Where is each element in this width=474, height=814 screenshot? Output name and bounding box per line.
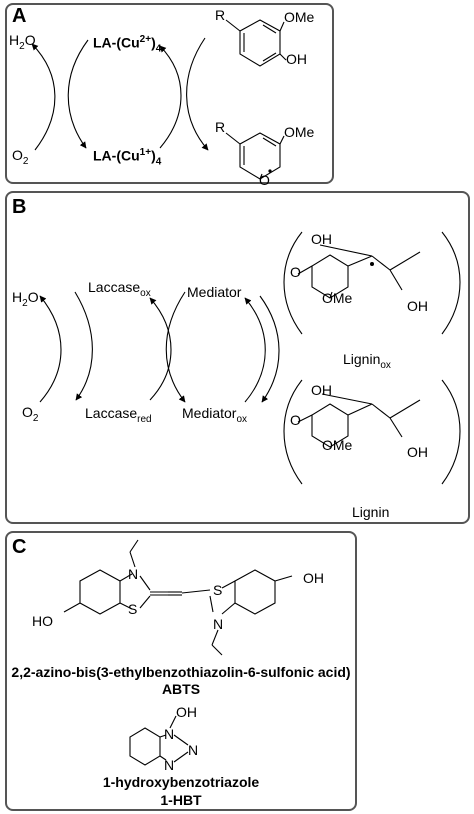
hbt-n3: N <box>164 757 175 773</box>
panel-a <box>5 3 334 184</box>
panel-a-radical-dot <box>268 169 272 173</box>
abts-s-ring-right: S <box>213 582 223 598</box>
panel-a-substrate-arc-down <box>186 37 209 151</box>
panel-a-left-arc-up <box>31 43 56 151</box>
abts-benzene-right <box>234 569 276 615</box>
panel-a-oxygen: O2 <box>12 147 29 167</box>
panel-b-ome-2: OMe <box>322 437 353 453</box>
abts-abbr: ABTS <box>161 681 201 697</box>
panel-b-laccase-ox: Laccaseox <box>88 279 151 299</box>
panel-a-letter: A <box>12 5 27 27</box>
panel-b-radical-dot <box>370 262 374 266</box>
panel-b-oh-4: OH <box>407 444 428 460</box>
panel-a-o-radical: O <box>259 172 270 188</box>
panel-b-arc-4 <box>165 291 186 403</box>
panel-b-bracket-l1 <box>283 231 303 335</box>
panel-b-bracket-r1 <box>441 231 461 335</box>
panel-a-oh-top: OH <box>286 51 307 67</box>
abts-full-name: 2,2-azino-bis(3-ethylbenzothiazolin-6-su… <box>11 664 351 680</box>
panel-b-arc-5 <box>244 297 266 403</box>
panel-a-middle-arc-up <box>159 45 182 149</box>
hbt-abbr: 1-HBT <box>160 792 202 808</box>
panel-b-arc-3 <box>149 297 172 401</box>
panel-c <box>5 531 357 811</box>
panel-b-mediator: Mediator <box>187 284 242 300</box>
panel-b-lignin: Lignin <box>352 504 390 520</box>
panel-b-arc-2 <box>74 291 93 401</box>
panel-b-bracket-l2 <box>283 379 303 485</box>
panel-a-ome-bot: OMe <box>284 124 315 140</box>
panel-a-ome-top: OMe <box>284 9 315 25</box>
hbt-n2: N <box>188 742 199 758</box>
abts-n-left: N <box>128 566 139 582</box>
panel-b-arc-1 <box>39 295 62 403</box>
panel-b-water: H2O <box>12 289 39 309</box>
panel-b <box>5 191 470 524</box>
abts-s-ring-left: S <box>128 601 138 617</box>
abts-benzene-left <box>79 569 121 615</box>
abts-n-right: N <box>213 616 224 632</box>
panel-b-oh-1: OH <box>311 231 332 247</box>
panel-a-r-bot: R <box>215 119 226 135</box>
panel-b-oh-3: OH <box>311 382 332 398</box>
panel-b-letter: B <box>12 196 27 218</box>
panel-b-ome-1: OMe <box>322 290 353 306</box>
panel-a-la-cu2: LA-(Cu2+)4 <box>93 34 162 55</box>
panel-a-right-arc-down <box>67 39 89 149</box>
panel-b-arc-6 <box>259 295 280 403</box>
panel-b-lignin-ox: Ligninox <box>343 351 391 371</box>
panel-b-o-1: O <box>290 264 301 280</box>
panel-b-oxygen: O2 <box>22 404 39 424</box>
panel-a-water: H2O <box>9 32 36 52</box>
hbt-hydroxyl: OH <box>176 704 197 720</box>
abts-oh-right: OH <box>303 570 324 586</box>
panel-b-bracket-r2 <box>441 379 461 485</box>
panel-a-la-cu1: LA-(Cu1+)4 <box>93 147 162 168</box>
panel-a-r-top: R <box>215 7 226 23</box>
hbt-n1: N <box>164 726 175 742</box>
abts-ho-left: HO <box>32 613 53 629</box>
panel-b-oh-2: OH <box>407 298 428 314</box>
hbt-full-name: 1-hydroxybenzotriazole <box>102 774 260 790</box>
panel-c-letter: C <box>12 536 27 558</box>
panel-b-o-2: O <box>290 412 301 428</box>
hbt-benzene <box>129 727 161 766</box>
panel-b-laccase-red: Laccasered <box>85 405 152 425</box>
panel-b-mediator-ox: Mediatorox <box>182 405 248 425</box>
